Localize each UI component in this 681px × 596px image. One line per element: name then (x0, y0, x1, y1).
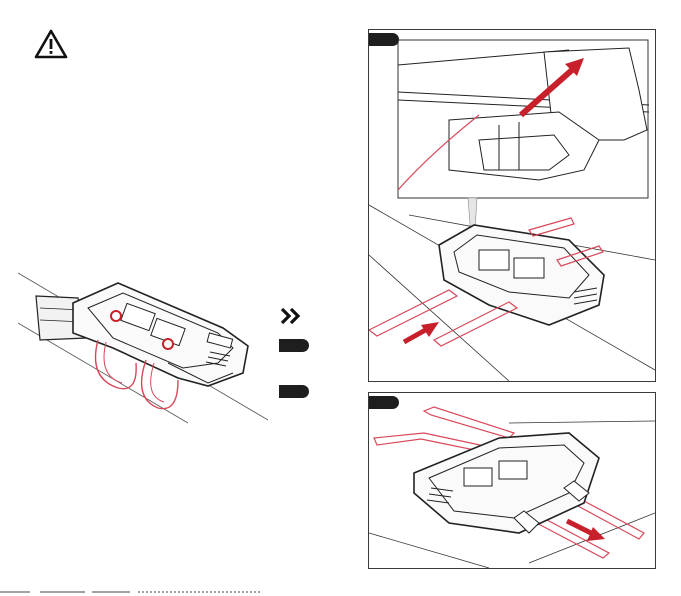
left-bracket-illustration (18, 268, 268, 428)
footer-strip (0, 588, 681, 596)
double-chevron-right-icon (280, 307, 302, 325)
step-badge (369, 396, 399, 409)
step-badge (279, 385, 309, 398)
warning-triangle-icon (34, 29, 68, 59)
step-badge (279, 339, 309, 352)
step-panel-2 (368, 392, 656, 569)
step-panel-1 (368, 29, 656, 382)
step-badge (369, 33, 399, 46)
